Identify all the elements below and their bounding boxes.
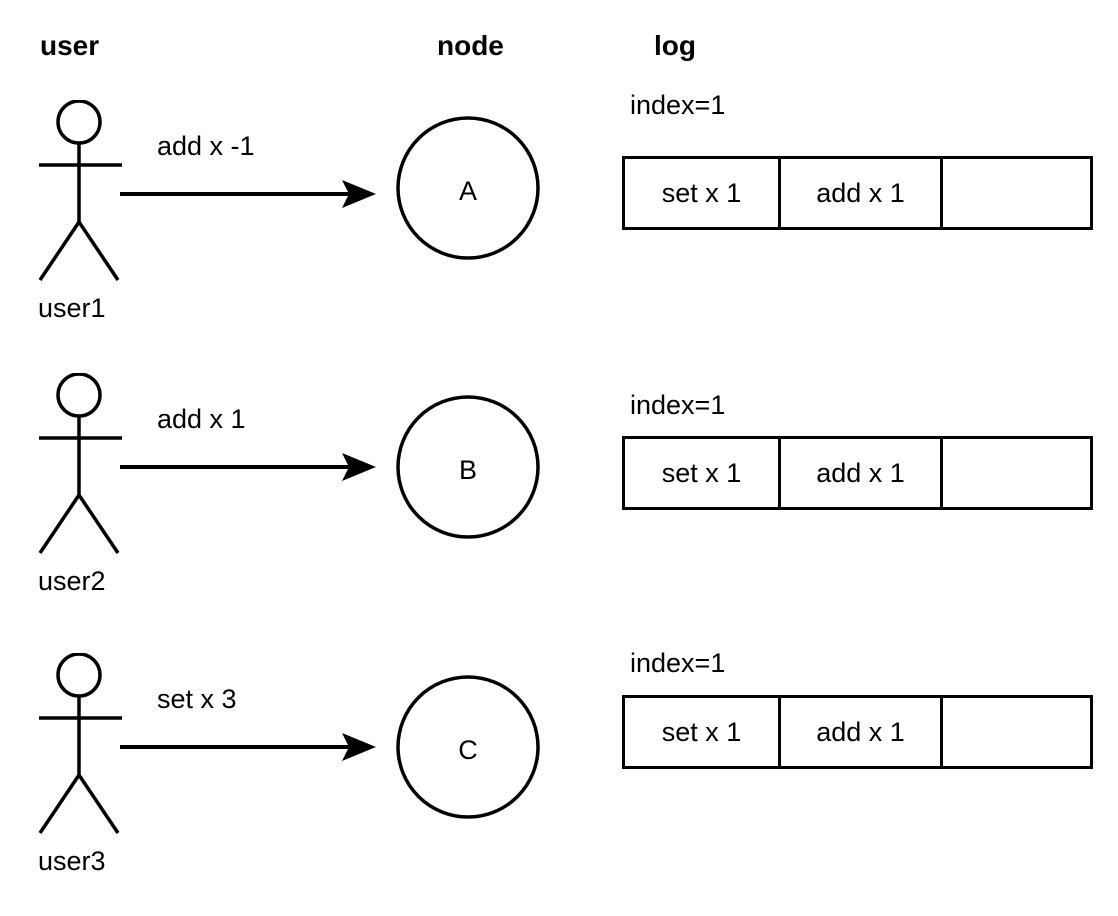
log-entry-cell-empty [943, 698, 1090, 766]
column-header-log: log [654, 30, 696, 61]
log-entry-cell: set x 1 [625, 698, 781, 766]
log-entry-cell: set x 1 [625, 439, 781, 507]
log-table: set x 1 add x 1 [622, 695, 1093, 769]
log-index-label: index=1 [630, 90, 726, 120]
stick-figure-icon [38, 653, 122, 834]
node-circle [396, 395, 540, 539]
log-index-label: index=1 [630, 390, 726, 420]
message-label: set x 3 [157, 684, 237, 714]
log-entry-cell-empty [943, 159, 1090, 227]
arrow-right-icon [120, 180, 376, 208]
message-label: add x 1 [157, 404, 246, 434]
stick-figure-icon [38, 373, 122, 554]
arrow-right-icon [120, 733, 376, 761]
node-label: A [458, 176, 477, 206]
actor-label: user3 [38, 846, 106, 876]
actor-label: user1 [38, 293, 106, 323]
log-table: set x 1 add x 1 [622, 156, 1093, 230]
log-entry-cell-empty [943, 439, 1090, 507]
log-entry-cell: set x 1 [625, 159, 781, 227]
node-label: C [458, 735, 478, 765]
node-circle [396, 116, 540, 260]
log-table: set x 1 add x 1 [622, 436, 1093, 510]
log-entry-cell: add x 1 [781, 698, 943, 766]
node-circle [396, 675, 540, 819]
actor-label: user2 [38, 566, 106, 596]
message-label: add x -1 [157, 131, 255, 161]
stick-figure-icon [38, 100, 122, 281]
log-entry-cell: add x 1 [781, 159, 943, 227]
column-header-node: node [437, 30, 504, 61]
log-index-label: index=1 [630, 648, 726, 678]
arrow-right-icon [120, 453, 376, 481]
log-entry-cell: add x 1 [781, 439, 943, 507]
node-label: B [458, 455, 477, 485]
column-header-user: user [40, 30, 100, 61]
